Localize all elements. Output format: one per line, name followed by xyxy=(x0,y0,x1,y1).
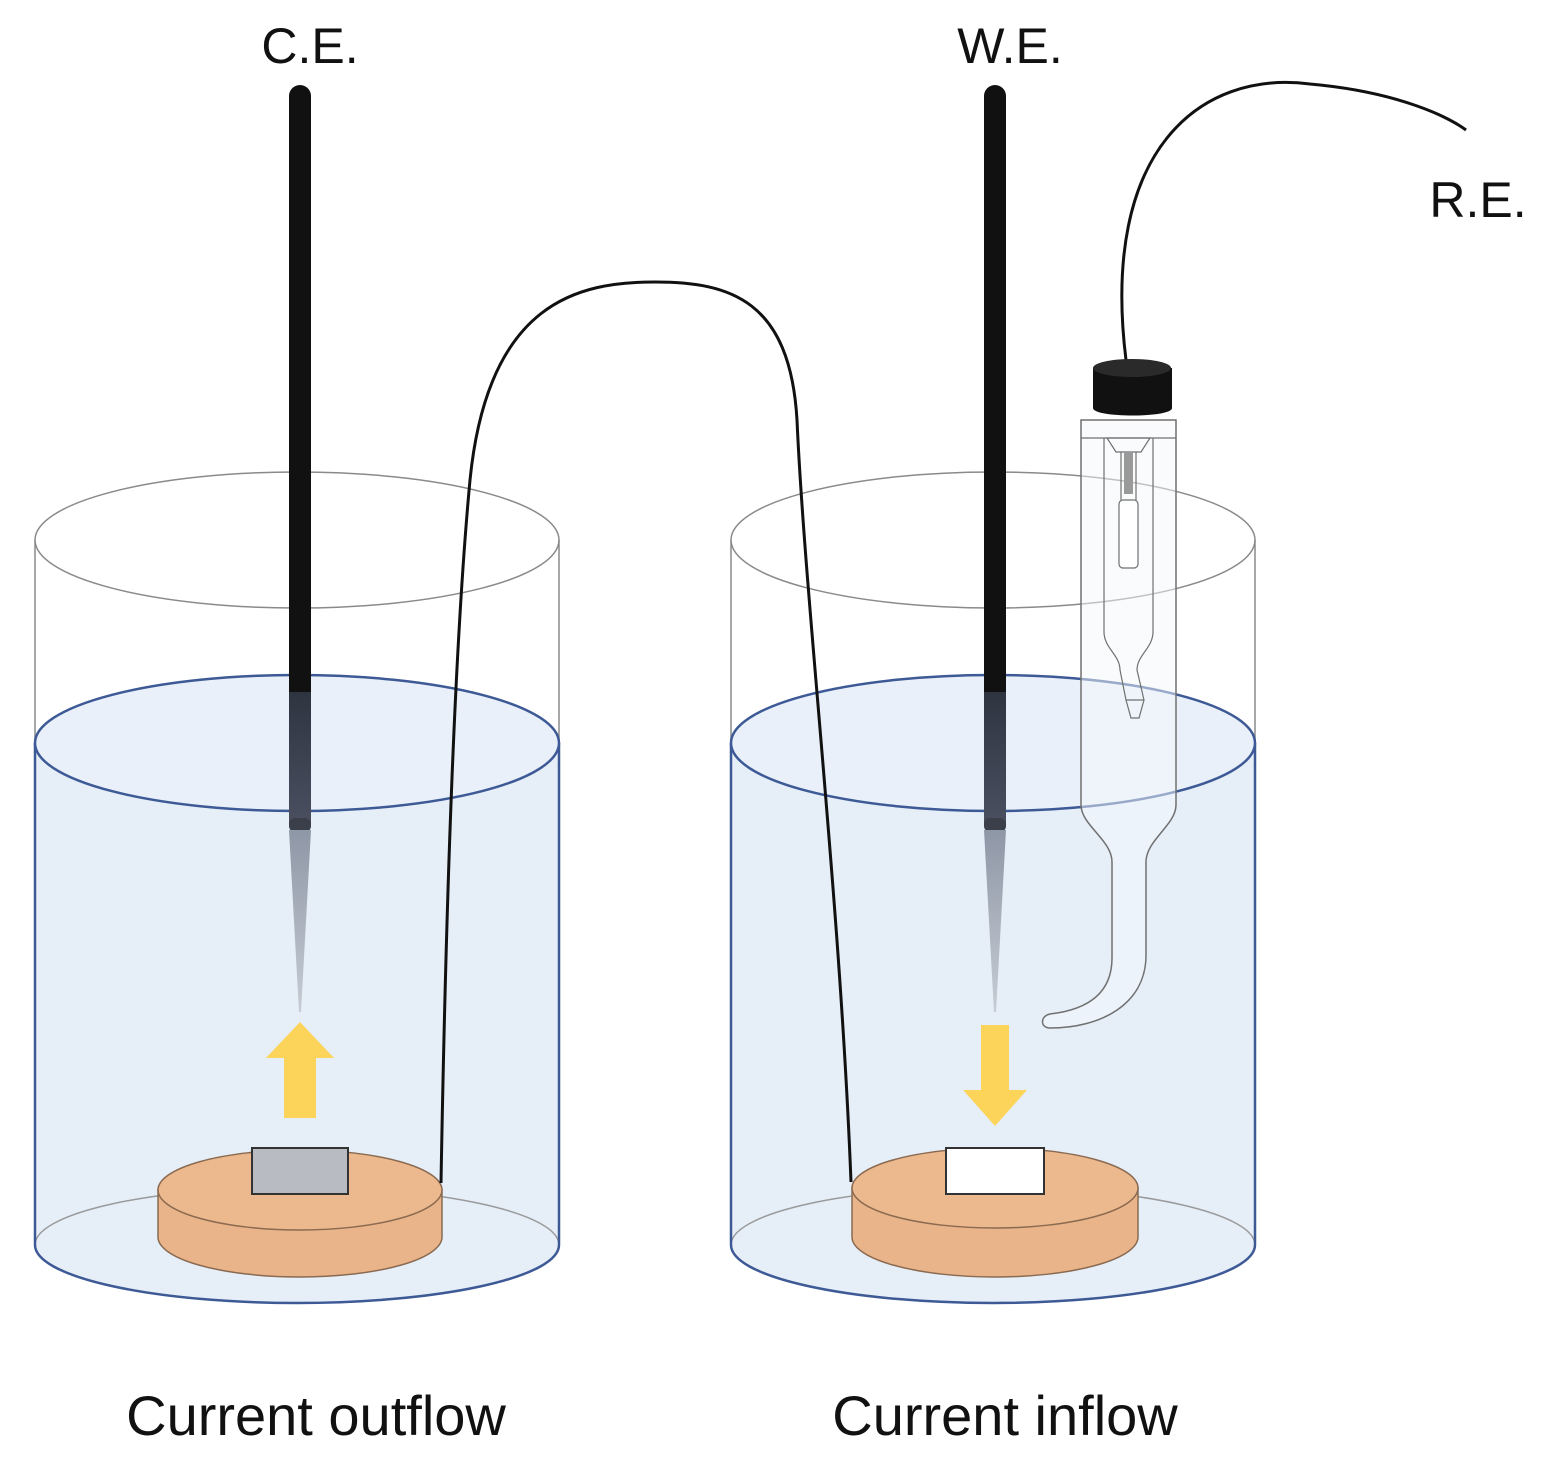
left-beaker xyxy=(33,85,561,1305)
reference-cap xyxy=(1093,359,1172,416)
left-sample-holder xyxy=(157,1147,443,1278)
connecting-wire xyxy=(439,280,853,1184)
left-caption: Current outflow xyxy=(126,1384,506,1447)
counter-electrode-label: C.E. xyxy=(261,18,358,74)
reference-glass-body xyxy=(1041,419,1177,1029)
reference-electrode xyxy=(1041,81,1467,1029)
left-sample xyxy=(251,1147,349,1195)
working-electrode xyxy=(984,85,1006,1012)
left-electrolyte xyxy=(35,743,559,1303)
right-sample-holder xyxy=(851,1147,1139,1278)
right-caption: Current inflow xyxy=(832,1384,1178,1447)
reference-electrode-label: R.E. xyxy=(1429,172,1526,228)
down-arrow-icon xyxy=(963,1025,1027,1126)
counter-electrode xyxy=(289,85,311,1012)
right-sample xyxy=(945,1147,1045,1195)
reference-cable xyxy=(1120,81,1467,361)
up-arrow-icon xyxy=(266,1022,334,1118)
working-electrode-label: W.E. xyxy=(957,18,1063,74)
